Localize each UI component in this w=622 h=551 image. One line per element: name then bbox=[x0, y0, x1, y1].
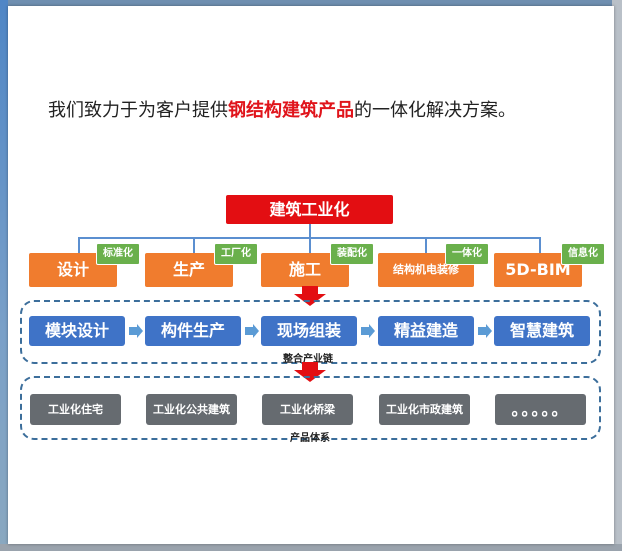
chain-step-lean-construction: 精益建造 bbox=[378, 316, 474, 346]
tag-assembly: 装配化 bbox=[330, 243, 374, 265]
product-municipal: 工业化市政建筑 bbox=[379, 394, 470, 425]
headline-highlight: 钢结构建筑产品 bbox=[228, 100, 354, 121]
slide: 我们致力于为客户提供钢结构建筑产品的一体化解决方案。 建筑工业化 设计 标准化 … bbox=[8, 6, 614, 544]
background-left-edge bbox=[0, 0, 8, 551]
background-bottom-edge bbox=[0, 544, 622, 551]
connector-drop-1 bbox=[78, 237, 80, 253]
stage-label: 设计 bbox=[56, 260, 89, 279]
chain-step-component-production: 构件生产 bbox=[145, 316, 241, 346]
stage-label: 5D-BIM bbox=[505, 260, 571, 279]
connector-drop-3 bbox=[309, 237, 311, 253]
chevron-right-icon bbox=[478, 324, 492, 338]
product-public-building: 工业化公共建筑 bbox=[146, 394, 237, 425]
chain-step-smart-building: 智慧建筑 bbox=[494, 316, 590, 346]
tag-factory: 工厂化 bbox=[214, 243, 258, 265]
tag-informatization: 信息化 bbox=[561, 243, 605, 265]
headline-suffix: 的一体化解决方案。 bbox=[354, 100, 516, 121]
stage-label: 生产 bbox=[172, 260, 205, 279]
stage-design: 设计 bbox=[29, 253, 117, 287]
product-bridge: 工业化桥梁 bbox=[262, 394, 353, 425]
connector-drop-5 bbox=[539, 237, 541, 253]
stage-label: 结构机电装修 bbox=[393, 263, 459, 276]
tag-integration: 一体化 bbox=[445, 243, 489, 265]
chain-step-site-assembly: 现场组装 bbox=[261, 316, 357, 346]
connector-vertical-main bbox=[309, 224, 311, 238]
headline-prefix: 我们致力于为客户提供 bbox=[48, 100, 228, 121]
chevron-right-icon bbox=[361, 324, 375, 338]
chain-label: 整合产业链 bbox=[283, 354, 333, 365]
headline: 我们致力于为客户提供钢结构建筑产品的一体化解决方案。 bbox=[48, 96, 608, 122]
connector-drop-2 bbox=[193, 237, 195, 253]
stage-label: 施工 bbox=[288, 260, 321, 279]
products-label: 产品体系 bbox=[290, 433, 330, 444]
products-container bbox=[20, 376, 601, 440]
product-more: 。。。。。 bbox=[495, 394, 586, 425]
product-residential: 工业化住宅 bbox=[30, 394, 121, 425]
tag-standardization: 标准化 bbox=[96, 243, 140, 265]
chevron-right-icon bbox=[245, 324, 259, 338]
background-right-edge bbox=[612, 0, 622, 551]
stage-production: 生产 bbox=[145, 253, 233, 287]
connector-drop-4 bbox=[425, 237, 427, 253]
top-box-industrialization: 建筑工业化 bbox=[226, 195, 393, 224]
chevron-right-icon bbox=[129, 324, 143, 338]
chain-step-module-design: 模块设计 bbox=[29, 316, 125, 346]
